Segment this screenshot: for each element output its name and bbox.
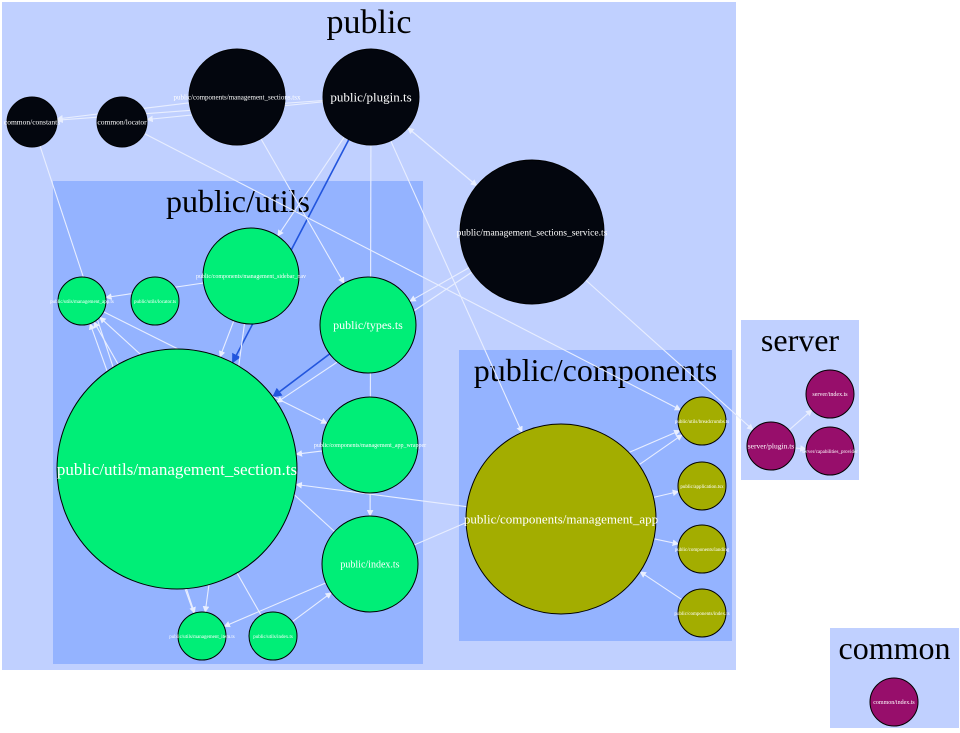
edge-comp_mgmt_sections-to-public_types bbox=[260, 138, 345, 284]
node-circle[interactable] bbox=[322, 48, 420, 146]
node-circle[interactable] bbox=[188, 48, 286, 146]
edge-mgmt_sections_service-to-server_plugin bbox=[585, 279, 754, 431]
node-comp-app-wrapper[interactable]: public/components/management_app_wrapper bbox=[314, 396, 426, 494]
node-label: public/components/management_app_wrapper bbox=[314, 443, 426, 449]
edge-server_plugin-to-server_capabilities bbox=[794, 445, 807, 452]
node-utils-mgmt-app[interactable]: public/utils/management_app.ts bbox=[50, 276, 114, 326]
edge-comp_mgmt_app-to-comp_landing bbox=[653, 538, 680, 547]
edge-public_index-to-utils_mgmt_item bbox=[223, 582, 327, 628]
node-circle[interactable] bbox=[319, 276, 417, 374]
node-label: public/components/management_sidebar_nav bbox=[196, 274, 306, 280]
node-utils-application[interactable]: public/application.tsx bbox=[677, 461, 727, 511]
node-label: public/utils/management_section.ts bbox=[57, 460, 297, 479]
node-label: server/plugin.ts bbox=[748, 442, 795, 451]
edge-common_locator-to-utils_breadcrumbs bbox=[143, 133, 682, 411]
node-circle[interactable] bbox=[248, 611, 298, 661]
node-common-constants[interactable]: common/constants bbox=[4, 96, 60, 148]
node-circle[interactable] bbox=[805, 426, 855, 476]
node-comp-mgmt-app[interactable]: public/components/management_app bbox=[464, 423, 658, 615]
node-circle[interactable] bbox=[96, 96, 148, 148]
node-label: common/constants bbox=[4, 118, 60, 127]
node-utils-mgmt-item[interactable]: public/utils/management_item.ts bbox=[169, 611, 235, 661]
node-label: public/utils/index.ts bbox=[253, 635, 293, 640]
node-label: public/index.ts bbox=[340, 560, 399, 571]
node-label: public/utils/locator.ts bbox=[134, 300, 176, 305]
node-label: public/utils/breadcrumbs.ts bbox=[675, 420, 729, 425]
node-circle[interactable] bbox=[57, 276, 107, 326]
edge-mgmt_sections_service-to-public_plugin bbox=[407, 127, 478, 187]
node-circle[interactable] bbox=[677, 396, 727, 446]
node-circle[interactable] bbox=[6, 96, 58, 148]
node-circle[interactable] bbox=[177, 611, 227, 661]
edge-comp_mgmt_app-to-utils_breadcrumbs bbox=[638, 434, 683, 466]
node-utils-locator[interactable]: public/utils/locator.ts bbox=[130, 276, 180, 326]
node-label: public/types.ts bbox=[333, 318, 403, 332]
node-label: common/index.ts bbox=[873, 700, 915, 706]
node-circle[interactable] bbox=[321, 396, 419, 494]
node-circle[interactable] bbox=[321, 515, 419, 613]
node-label: common/locator bbox=[97, 118, 147, 127]
node-server-capabilities[interactable]: server/capabilities_provider bbox=[802, 426, 858, 476]
nodes-layer: common/constants common/locator public/com… bbox=[4, 48, 919, 727]
edge-comp_sidebar_nav-to-utils_mgmt_section bbox=[219, 320, 235, 358]
node-mgmt-sections-service[interactable]: public/management_sections_service.ts bbox=[457, 159, 608, 305]
node-utils-breadcrumbs[interactable]: public/utils/breadcrumbs.ts bbox=[675, 396, 729, 446]
edge-public_plugin-to-comp_mgmt_app bbox=[390, 140, 523, 434]
node-utils-mgmt-section[interactable]: public/utils/management_section.ts bbox=[56, 348, 298, 590]
node-server-index[interactable]: server/index.ts bbox=[805, 369, 855, 419]
node-comp-index[interactable]: public/components/index.ts bbox=[674, 588, 730, 638]
node-label: public/application.tsx bbox=[680, 485, 724, 490]
edge-public_types-to-utils_mgmt_section bbox=[272, 353, 331, 398]
cluster-common-title: common bbox=[838, 630, 951, 666]
node-circle[interactable] bbox=[869, 677, 919, 727]
node-label: public/utils/management_item.ts bbox=[169, 635, 234, 640]
cluster-public-utils-title: public/utils bbox=[166, 183, 310, 219]
node-label: public/components/management_app bbox=[464, 512, 658, 527]
node-public-index[interactable]: public/index.ts bbox=[321, 515, 419, 613]
node-server-plugin[interactable]: server/plugin.ts bbox=[746, 421, 796, 471]
node-circle[interactable] bbox=[459, 159, 605, 305]
node-common-locator[interactable]: common/locator bbox=[96, 96, 148, 148]
node-circle[interactable] bbox=[677, 524, 727, 574]
node-circle[interactable] bbox=[56, 348, 298, 590]
node-public-types[interactable]: public/types.ts bbox=[319, 276, 417, 374]
node-label: public/components/index.ts bbox=[674, 612, 729, 617]
node-circle[interactable] bbox=[746, 421, 796, 471]
node-label: public/utils/management_app.ts bbox=[50, 300, 114, 305]
edge-mgmt_sections_service-to-public_types bbox=[409, 267, 470, 302]
edge-comp_index-to-comp_mgmt_app bbox=[639, 571, 683, 601]
cluster-server-title: server bbox=[760, 322, 840, 358]
node-label: public/plugin.ts bbox=[330, 90, 411, 105]
node-comp-landing[interactable]: public/components/landing bbox=[675, 524, 730, 574]
edge-comp_mgmt_app-to-utils_mgmt_section bbox=[295, 481, 467, 508]
cluster-common: common bbox=[830, 628, 959, 728]
node-circle[interactable] bbox=[465, 423, 657, 615]
node-label: public/components/management_sections.ts… bbox=[174, 93, 301, 101]
edge-comp_app_wrapper-to-utils_mgmt_section bbox=[295, 450, 323, 457]
node-comp-mgmt-sections[interactable]: public/components/management_sections.ts… bbox=[174, 48, 301, 146]
node-circle[interactable] bbox=[202, 227, 300, 325]
node-circle[interactable] bbox=[677, 588, 727, 638]
node-circle[interactable] bbox=[130, 276, 180, 326]
node-public-plugin[interactable]: public/plugin.ts bbox=[322, 48, 420, 146]
node-comp-sidebar-nav[interactable]: public/components/management_sidebar_nav bbox=[196, 227, 306, 325]
node-label: server/index.ts bbox=[812, 392, 848, 398]
node-label: server/capabilities_provider bbox=[802, 450, 858, 455]
node-label: public/management_sections_service.ts bbox=[457, 228, 608, 238]
edge-public_plugin-to-comp_sidebar_nav bbox=[277, 136, 345, 237]
edge-server_plugin-to-server_index bbox=[788, 409, 813, 431]
node-common-index[interactable]: common/index.ts bbox=[869, 677, 919, 727]
edge-utils_index-to-public_index bbox=[291, 592, 333, 623]
cluster-public-components-title: public/components bbox=[473, 352, 718, 388]
node-circle[interactable] bbox=[677, 461, 727, 511]
node-utils-index[interactable]: public/utils/index.ts bbox=[248, 611, 298, 661]
cluster-public-title: public bbox=[326, 4, 412, 41]
node-label: public/components/landing bbox=[675, 548, 730, 553]
node-circle[interactable] bbox=[805, 369, 855, 419]
edge-comp_mgmt_app-to-utils_application bbox=[653, 489, 680, 498]
